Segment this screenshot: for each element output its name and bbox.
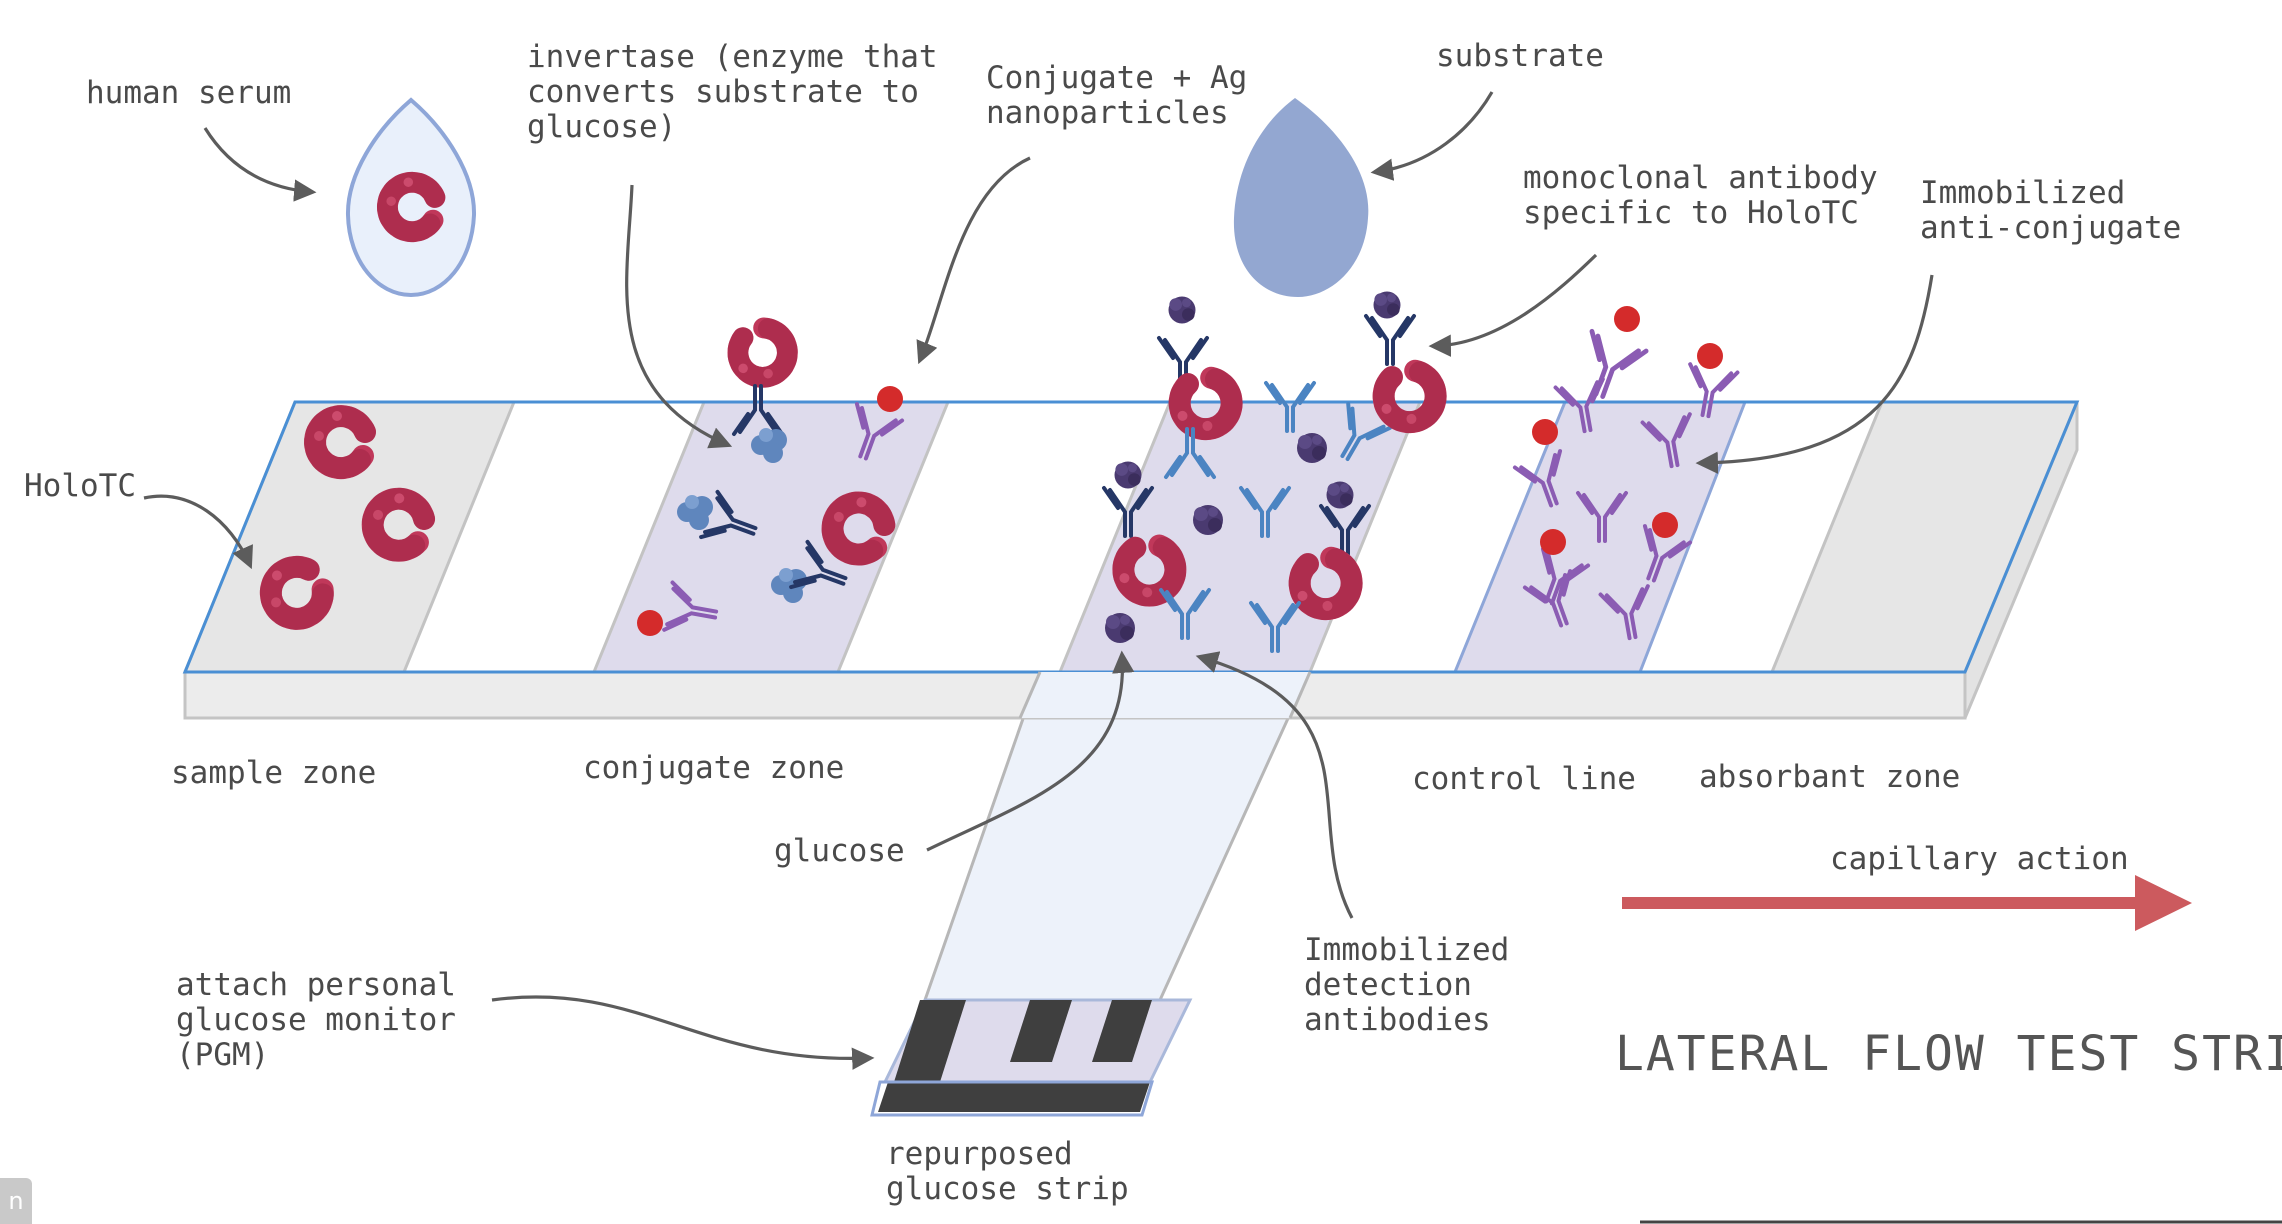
serum-drop [345,97,477,298]
label-human-serum: human serum [86,75,291,111]
label-substrate: substrate [1436,38,1604,74]
label-conjugate-zone: conjugate zone [583,750,844,786]
label-glucose-strip: repurposed glucose strip [886,1136,1129,1207]
label-anti-conjugate: Immobilized anti-conjugate [1920,175,2181,246]
label-monoclonal-antibody: monoclonal antibody specific to HoloTC [1523,160,1896,231]
label-sample-zone: sample zone [171,755,376,791]
label-invertase: invertase (enzyme that converts substrat… [527,39,956,145]
label-absorbant-zone: absorbant zone [1699,759,1960,795]
nanoparticle [877,386,903,412]
substrate-drop [1233,98,1369,297]
electrode-bar [894,1000,966,1082]
label-control-line: control line [1412,761,1636,797]
electrode-base [878,1082,1150,1112]
label-holotc: HoloTC [24,468,136,504]
conjugate-zone-contents [637,321,905,641]
label-detection-antibodies: Immobilized detection antibodies [1304,932,1528,1038]
label-pgm: attach personal glucose monitor (PGM) [176,967,475,1073]
electrode-bar [1010,1000,1072,1062]
capillary-arrow [1622,875,2192,931]
control-line-contents [1512,306,1740,644]
strip-outline [182,400,2080,674]
corner-badge: n [0,1178,32,1224]
pointer-arrows [143,91,1934,1070]
nanoparticle [637,610,663,636]
label-capillary-action: capillary action [1830,841,2129,877]
glucose-strip [870,668,1313,1117]
label-conjugate-ag: Conjugate + Ag nanoparticles [986,60,1266,131]
label-glucose: glucose [774,833,905,869]
electrode-bar [1092,1000,1152,1062]
diagram-title: LATERAL FLOW TEST STRIP [1615,1026,2282,1082]
